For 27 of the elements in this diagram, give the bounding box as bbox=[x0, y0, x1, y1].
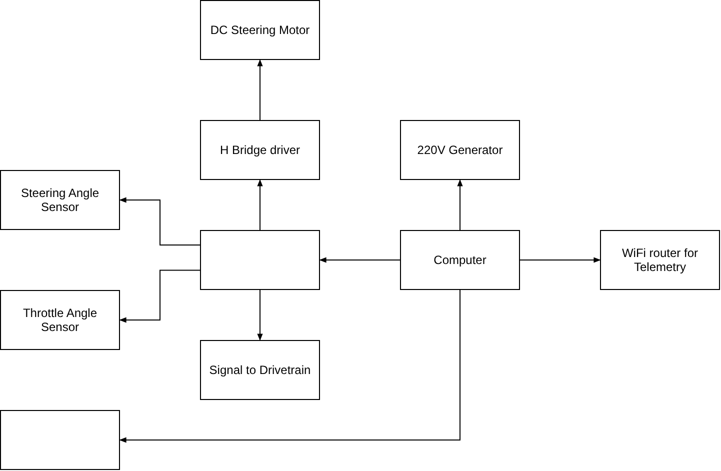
process-box bbox=[400, 120, 520, 180]
arrow bbox=[319, 257, 400, 263]
process-box bbox=[600, 230, 720, 290]
arrow bbox=[119, 290, 460, 443]
process-box bbox=[200, 120, 320, 180]
box-label: DC Steering Motor bbox=[210, 23, 310, 37]
process-box bbox=[0, 170, 120, 230]
process-box bbox=[400, 230, 520, 290]
arrow bbox=[520, 257, 601, 263]
process-box bbox=[200, 0, 320, 60]
process-box bbox=[200, 340, 320, 400]
arrow bbox=[119, 270, 200, 323]
box-label: WiFi router for Telemetry bbox=[620, 246, 699, 274]
box-label: Throttle Angle Sensor bbox=[22, 306, 98, 334]
box-node bbox=[0, 410, 120, 470]
arrow bbox=[257, 179, 263, 230]
box-node bbox=[200, 230, 320, 290]
arrow bbox=[457, 179, 463, 230]
box-label: H Bridge driver bbox=[220, 143, 300, 157]
arrow bbox=[257, 59, 263, 120]
box-label: Steering Angle Sensor bbox=[20, 186, 100, 214]
arrow bbox=[119, 197, 200, 246]
box-label: 220V Generator bbox=[417, 143, 503, 157]
arrow bbox=[257, 290, 263, 341]
box-label: Computer bbox=[434, 253, 486, 267]
box-label: Signal to Drivetrain bbox=[209, 363, 311, 377]
process-box bbox=[0, 290, 120, 350]
